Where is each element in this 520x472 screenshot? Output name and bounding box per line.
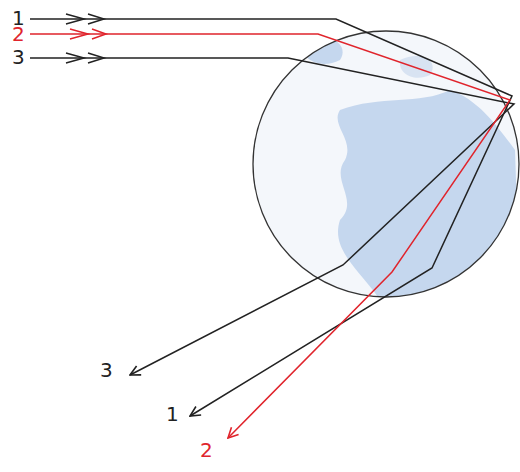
light-rays [30,14,514,438]
ray-number: 2 [200,440,213,460]
ray-number: 3 [12,47,25,67]
ray-number: 3 [100,360,113,380]
ray-number: 2 [12,24,25,44]
ray-number: 1 [166,404,179,424]
